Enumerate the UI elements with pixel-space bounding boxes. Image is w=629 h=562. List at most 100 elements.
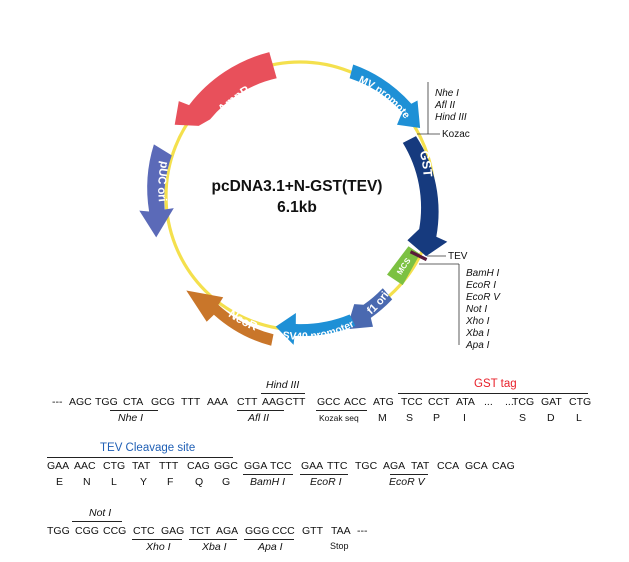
mcs-site-ecor-v: EcoR V	[466, 292, 501, 303]
amino-acid: Q	[195, 476, 204, 488]
feature-gst: GST	[402, 136, 448, 257]
codon: TCC	[270, 460, 292, 472]
codon: CTA	[123, 396, 144, 408]
feature-neor: NeoR	[186, 290, 274, 346]
codon: AAA	[207, 396, 229, 408]
apa-i-underline	[244, 539, 294, 540]
amino-acid: P	[433, 412, 441, 424]
mcs-site-ecor-i: EcoR I	[466, 280, 496, 291]
codon: TTT	[159, 460, 179, 472]
mcs-sites-annotation	[419, 263, 460, 345]
amino-acid: G	[222, 476, 231, 488]
sequence-panel: Hind III GST tag --- AGC TGG CTA GCG TTT…	[0, 375, 629, 562]
codon: GCC	[317, 396, 341, 408]
site-label-bamh-i: BamH I	[250, 476, 286, 488]
mcs-site-xho-i: Xho I	[465, 316, 490, 327]
codon: CAG	[187, 460, 210, 472]
codon: ATG	[373, 396, 394, 408]
codon: TCG	[512, 396, 535, 408]
mcs-site-bamh-i: BamH I	[466, 268, 500, 279]
codon: TTC	[327, 460, 348, 472]
site-afl-ii: Afl II	[434, 100, 455, 111]
codon: AGC	[69, 396, 92, 408]
codon: GCA	[465, 460, 488, 472]
site-label-hind-iii: Hind III	[266, 379, 300, 391]
codon: GAT	[541, 396, 562, 408]
codon: ---	[357, 525, 368, 537]
plasmid-name: pcDNA3.1+N-GST(TEV)	[212, 178, 383, 195]
hind-iii-overline	[261, 393, 305, 394]
bamh-i-underline	[243, 474, 293, 475]
codon: AGA	[383, 460, 406, 472]
feature-sv40-promoter: SV40 promoter	[275, 313, 356, 345]
gst-tag-overline	[398, 393, 588, 394]
site-hind-iii: Hind III	[435, 112, 467, 123]
codon: CCA	[437, 460, 460, 472]
amino-acid: L	[576, 412, 582, 424]
codon: ...	[505, 396, 514, 408]
stop-label: Stop	[330, 541, 349, 551]
codon: CTG	[569, 396, 592, 408]
codon: CGG	[75, 525, 99, 537]
tev-overline	[47, 457, 233, 458]
mcs-site-not-i: Not I	[466, 304, 487, 315]
codon: GCG	[151, 396, 175, 408]
codon: CTG	[103, 460, 126, 472]
codon: CTC	[133, 525, 155, 537]
plasmid-map: AmpR CMV promoter GST pUC ori MCS f1 ori…	[139, 52, 502, 351]
codon: CTT	[285, 396, 306, 408]
feature-ampr: AmpR	[174, 52, 277, 126]
ecor-v-underline	[390, 474, 428, 475]
codon: CAG	[492, 460, 515, 472]
site-label-ecor-i: EcoR I	[310, 476, 342, 488]
codon: CCT	[428, 396, 450, 408]
codon: CCG	[103, 525, 127, 537]
amino-acid: E	[56, 476, 64, 488]
xho-i-underline	[132, 539, 182, 540]
codon: CTT	[237, 396, 258, 408]
codon: TAT	[132, 460, 151, 472]
codon: GTT	[302, 525, 323, 537]
codon: TCT	[190, 525, 211, 537]
not-i-overline	[72, 521, 122, 522]
tev-site-marker	[409, 250, 428, 262]
codon: ---	[52, 396, 63, 408]
site-label-nhe-i: Nhe I	[118, 412, 144, 424]
kozak-underline	[316, 410, 367, 411]
afl-ii-underline	[237, 410, 284, 411]
codon: TTT	[181, 396, 201, 408]
site-label-apa-i: Apa I	[258, 541, 283, 553]
codon: GAA	[301, 460, 324, 472]
feature-puc-ori: pUC ori	[139, 144, 174, 238]
amino-acid: L	[111, 476, 117, 488]
site-label-not-i: Not I	[89, 507, 112, 519]
codon: TGG	[95, 396, 118, 408]
codon: TAA	[331, 525, 351, 537]
codon: AAC	[74, 460, 96, 472]
tev-cleavage-label: TEV Cleavage site	[100, 442, 196, 454]
kozak-seq-label: Kozak seq	[319, 413, 359, 423]
ecor-i-underline	[300, 474, 348, 475]
codon: AAG	[262, 396, 285, 408]
codon: TGC	[355, 460, 378, 472]
site-label-xho-i: Xho I	[146, 541, 171, 553]
codon: ...	[484, 396, 493, 408]
site-label-afl-ii: Afl II	[248, 412, 270, 424]
codon: TGG	[47, 525, 70, 537]
site-label-xba-i: Xba I	[202, 541, 227, 553]
codon: ACC	[344, 396, 367, 408]
feature-mcs: MCS	[387, 246, 420, 286]
tev-map-label: TEV	[448, 251, 468, 262]
amino-acid: D	[547, 412, 555, 424]
amino-acid: S	[519, 412, 527, 424]
nhe-i-underline	[110, 410, 158, 411]
codon: GGC	[214, 460, 238, 472]
amino-acid: Y	[140, 476, 148, 488]
svg-text:GST: GST	[417, 149, 435, 177]
codon: GAA	[47, 460, 70, 472]
mcs-site-xba-i: Xba I	[465, 328, 490, 339]
plasmid-size: 6.1kb	[277, 199, 317, 216]
codon: GAG	[161, 525, 185, 537]
amino-acid: F	[167, 476, 174, 488]
amino-acid: M	[378, 412, 387, 424]
